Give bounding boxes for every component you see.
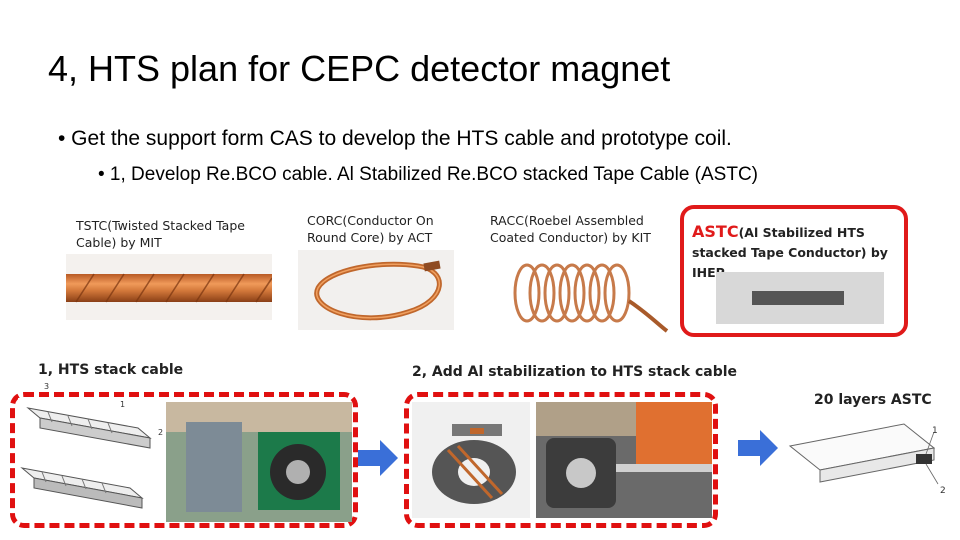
stabilization-machine-photo bbox=[536, 402, 712, 518]
astc-caption-text: (Al Stabilized HTS stacked Tape Conducto… bbox=[692, 225, 888, 280]
racc-photo bbox=[487, 253, 672, 333]
step2-dashed-box bbox=[404, 392, 718, 528]
step2-label: 2, Add Al stabilization to HTS stack cab… bbox=[412, 364, 738, 380]
slide-title: 4, HTS plan for CEPC detector magnet bbox=[48, 48, 671, 89]
step3-label: 20 layers ASTC bbox=[814, 392, 932, 408]
diagram-label-1: 1 bbox=[120, 400, 126, 409]
tstc-caption: TSTC(Twisted Stacked Tape Cable) by MIT bbox=[76, 218, 245, 250]
cabling-machine-photo bbox=[166, 402, 352, 522]
diagram-label-3: 3 bbox=[44, 382, 50, 391]
diagram-label-2: 2 bbox=[158, 428, 164, 437]
bullet-support: • Get the support form CAS to develop th… bbox=[58, 127, 732, 150]
step1-label: 1, HTS stack cable bbox=[38, 362, 184, 378]
astc-label-2: 2 bbox=[940, 486, 946, 496]
astc-acronym: ASTC bbox=[692, 222, 739, 241]
arrow-right-icon-2 bbox=[738, 428, 778, 468]
corc-caption: CORC(Conductor On Round Core) by ACT bbox=[307, 213, 434, 245]
bullet-develop-cable: • 1, Develop Re.BCO cable. Al Stabilized… bbox=[98, 164, 758, 185]
astc-cross-section bbox=[716, 272, 884, 324]
astc-tape-stack bbox=[752, 291, 844, 305]
step1-dashed-box bbox=[10, 392, 358, 528]
stack-cable-diagram bbox=[18, 398, 166, 522]
corc-photo bbox=[298, 250, 454, 330]
arrow-right-icon bbox=[358, 438, 398, 478]
tstc-photo bbox=[66, 254, 272, 320]
astc-layers-diagram bbox=[786, 418, 954, 518]
astc-highlight-box bbox=[680, 205, 908, 337]
astc-caption: ASTC(Al Stabilized HTS stacked Tape Cond… bbox=[692, 222, 898, 283]
astc-label-1: 1 bbox=[932, 426, 938, 436]
coil-model-render bbox=[412, 402, 530, 518]
racc-caption: RACC(Roebel Assembled Coated Conductor) … bbox=[490, 213, 651, 245]
